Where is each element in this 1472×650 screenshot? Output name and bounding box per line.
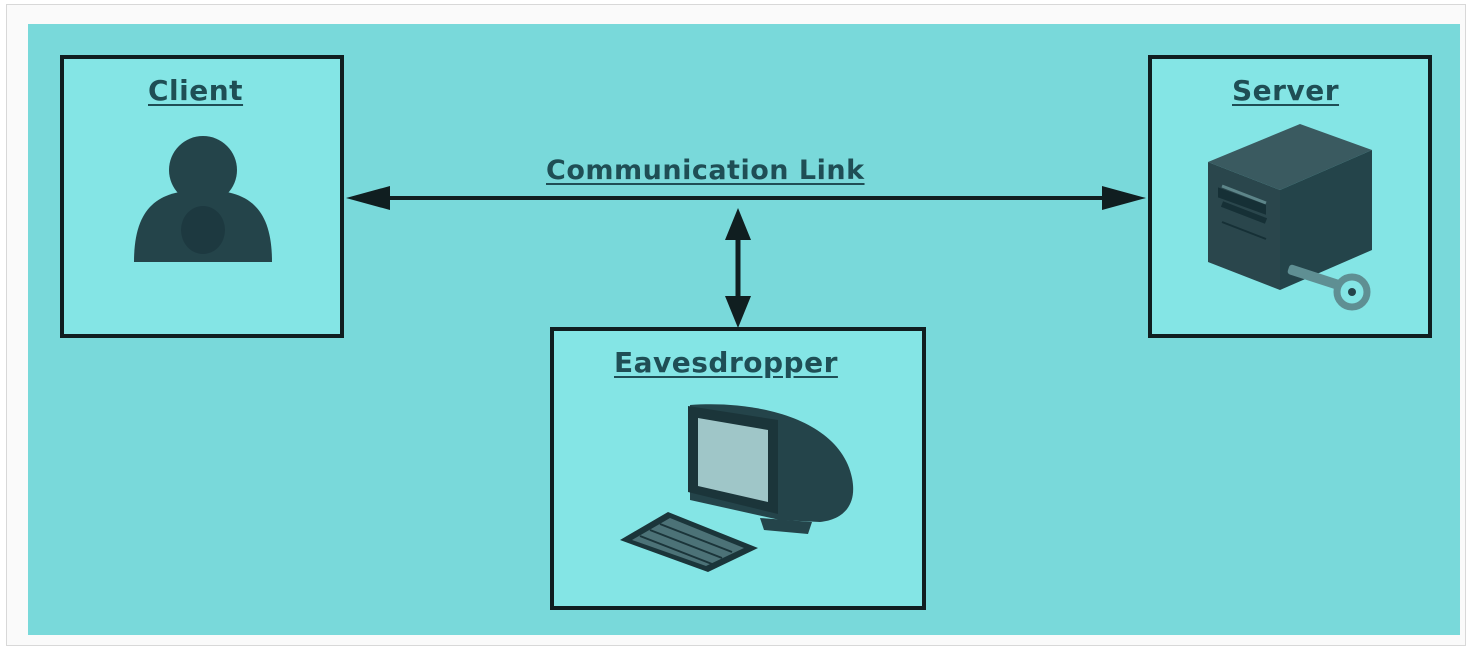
eavesdropper-title: Eavesdropper: [614, 346, 838, 379]
keyboard-icon: [620, 512, 758, 572]
user-icon: [134, 136, 272, 262]
computer-icon: [620, 404, 854, 572]
eavesdrop-link-arrow: [725, 208, 751, 328]
server-title: Server: [1232, 74, 1340, 107]
communication-link-label: Communication Link: [546, 155, 865, 186]
client-title: Client: [148, 74, 244, 107]
server-key-icon: [1208, 124, 1372, 311]
right-arrowhead: [1102, 186, 1146, 210]
communication-link-arrow: [346, 186, 1146, 210]
up-arrowhead: [725, 208, 751, 240]
key-icon: [1287, 264, 1371, 311]
down-arrowhead: [725, 296, 751, 328]
left-arrowhead: [346, 186, 390, 210]
